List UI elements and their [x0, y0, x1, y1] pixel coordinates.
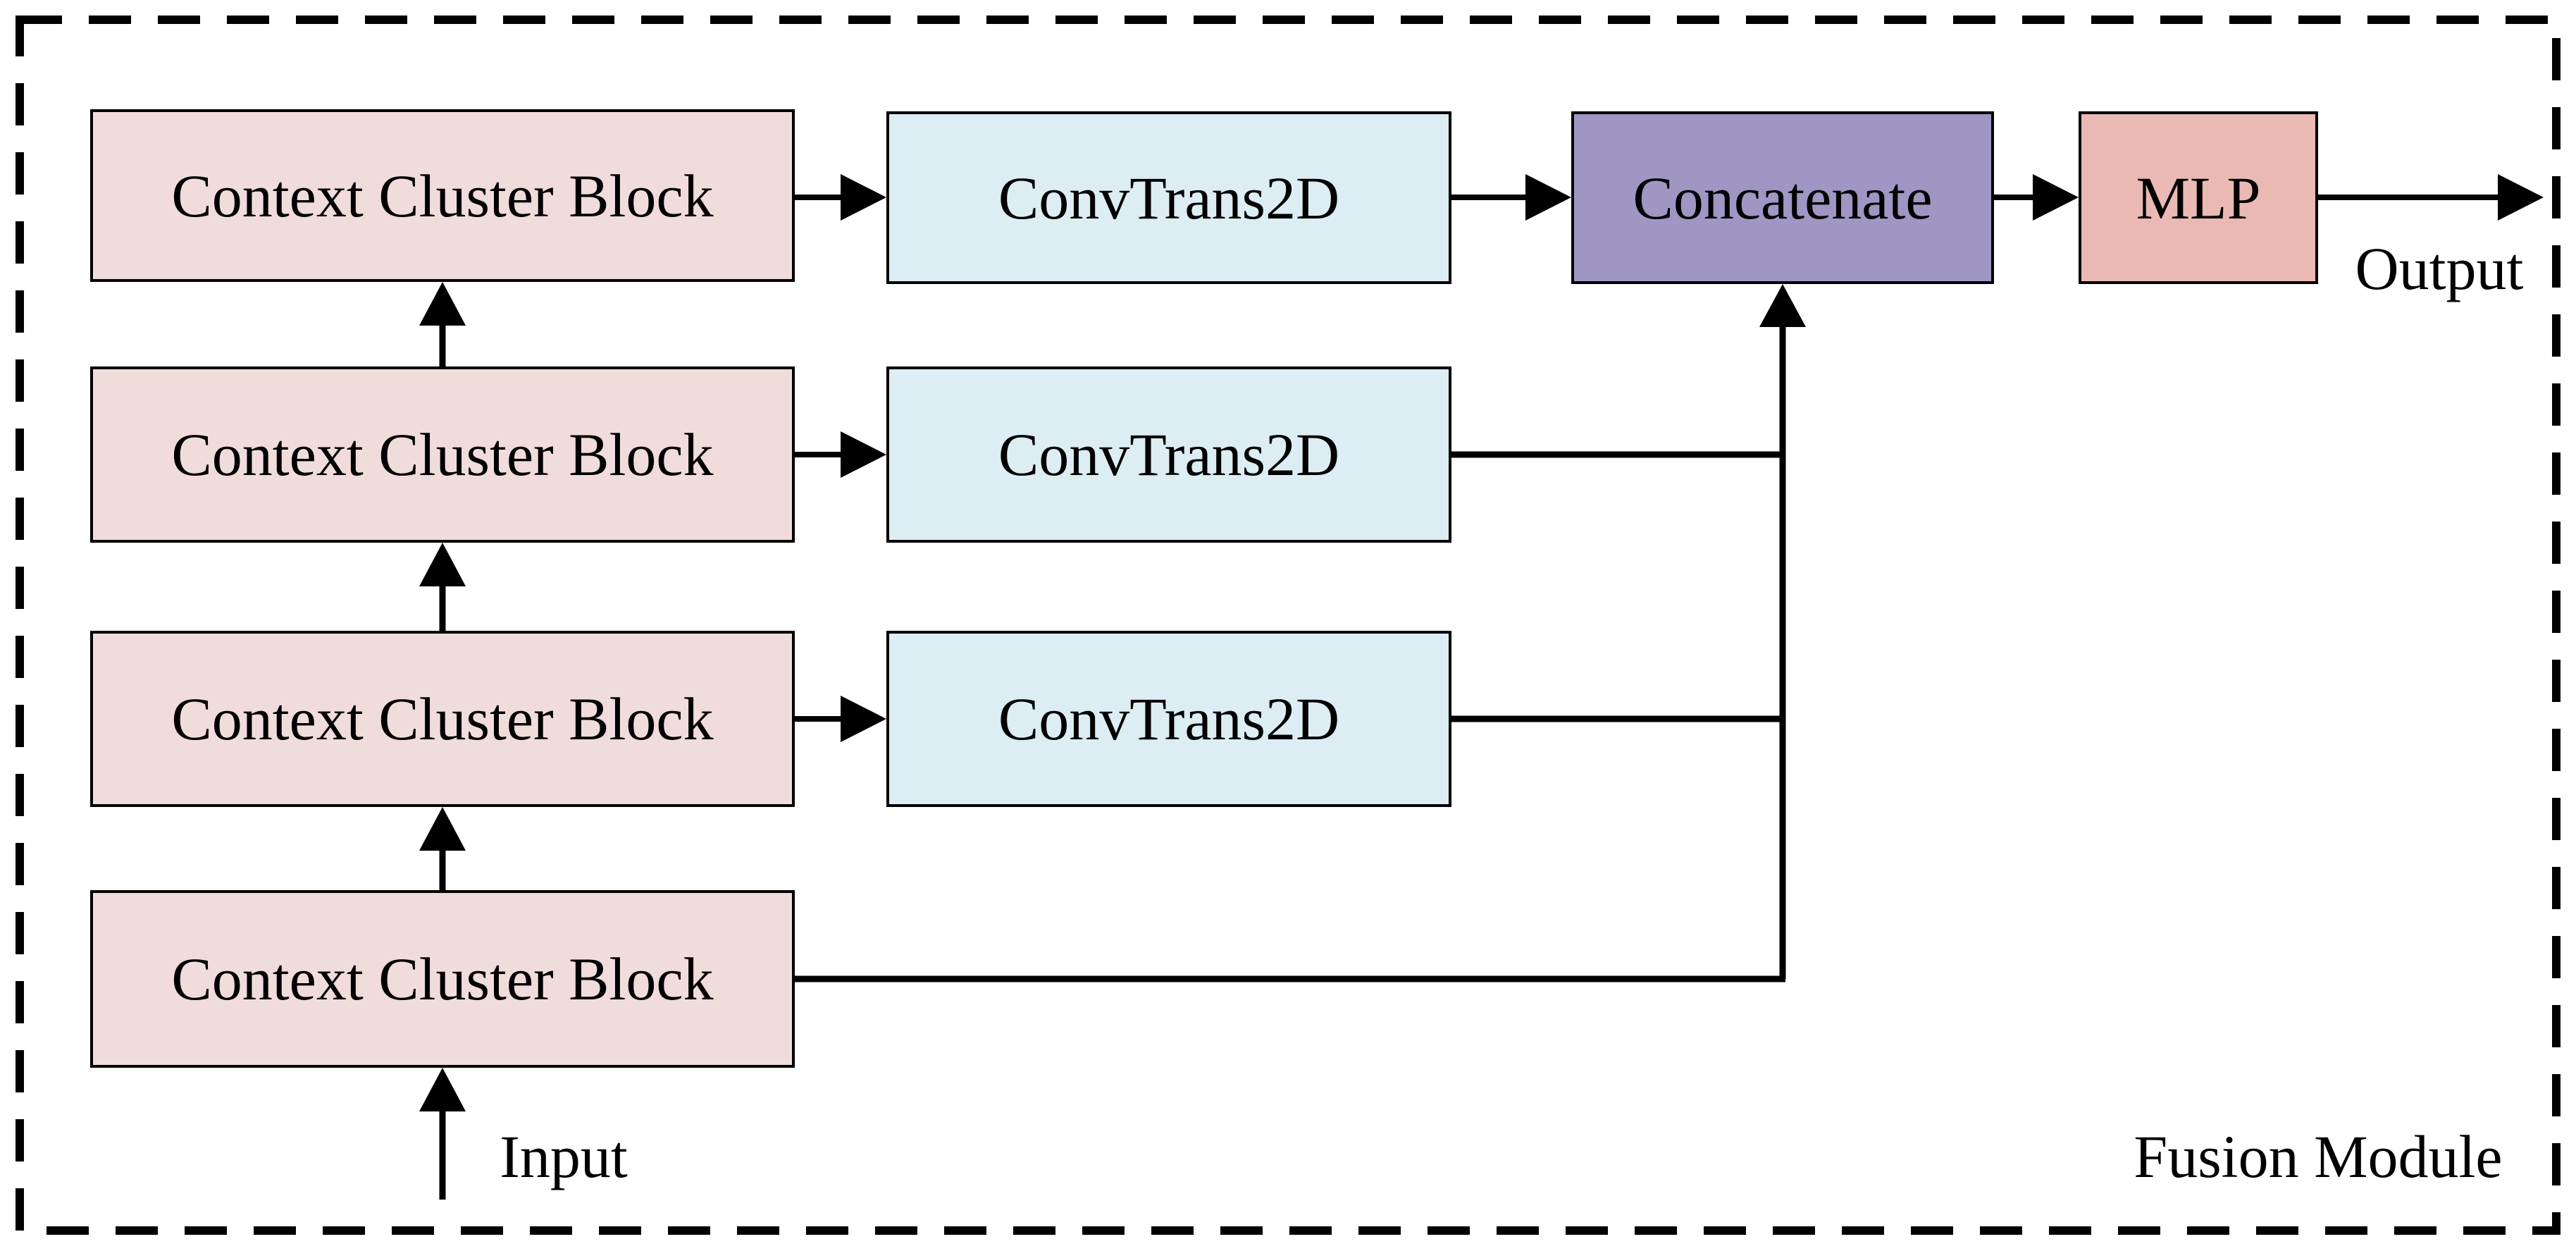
- input-label: Input: [500, 1122, 628, 1190]
- arrow-ccb3-to-ccb2: [419, 543, 466, 631]
- arrow-input-to-ccb4: [419, 1068, 466, 1200]
- node-label: Context Cluster Block: [171, 945, 714, 1013]
- node-label: ConvTrans2D: [998, 421, 1340, 488]
- node-label: Context Cluster Block: [171, 685, 714, 753]
- node-convtrans2d-3: ConvTrans2D: [886, 631, 1451, 807]
- node-context-cluster-block-3: Context Cluster Block: [90, 631, 795, 807]
- arrow-trunk-to-concatenate: [1759, 284, 1806, 979]
- module-boundary-dashed-border: [16, 16, 2560, 1235]
- node-convtrans2d-2: ConvTrans2D: [886, 366, 1451, 543]
- arrow-ccb2-to-ct2: [795, 431, 886, 478]
- node-label: Concatenate: [1633, 164, 1933, 232]
- node-label: MLP: [2136, 164, 2261, 232]
- node-label: Context Cluster Block: [171, 421, 714, 488]
- node-label: ConvTrans2D: [998, 164, 1340, 232]
- node-concatenate: Concatenate: [1571, 111, 1994, 284]
- node-convtrans2d-1: ConvTrans2D: [886, 111, 1451, 284]
- node-context-cluster-block-2: Context Cluster Block: [90, 366, 795, 543]
- arrow-ccb1-to-ct1: [795, 174, 886, 221]
- diagram-title: Fusion Module: [2134, 1122, 2503, 1190]
- arrow-ct1-to-concatenate: [1451, 174, 1571, 221]
- node-context-cluster-block-4: Context Cluster Block: [90, 890, 795, 1068]
- node-mlp: MLP: [2079, 111, 2318, 284]
- arrow-mlp-to-output: [2318, 174, 2544, 221]
- arrow-ccb2-to-ccb1: [419, 282, 466, 366]
- node-label: ConvTrans2D: [998, 685, 1340, 753]
- output-label: Output: [2355, 234, 2524, 302]
- node-context-cluster-block-1: Context Cluster Block: [90, 109, 795, 282]
- arrow-ccb3-to-ct3: [795, 696, 886, 742]
- arrow-concatenate-to-mlp: [1994, 174, 2079, 221]
- arrow-ccb4-to-ccb3: [419, 807, 466, 890]
- node-label: Context Cluster Block: [171, 161, 714, 230]
